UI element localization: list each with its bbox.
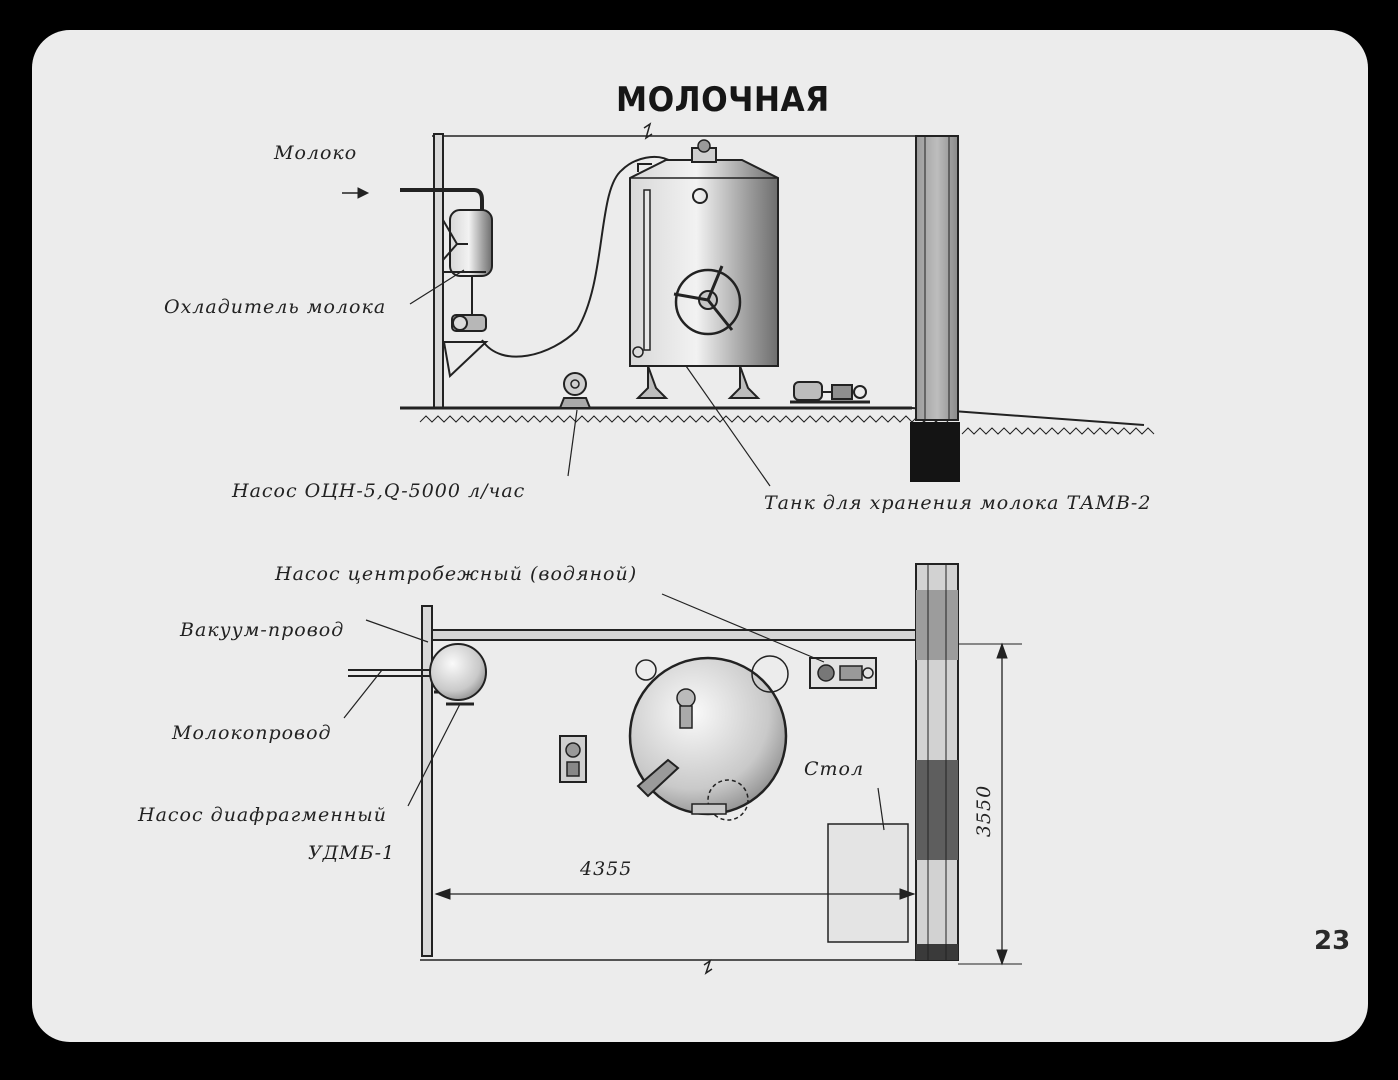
side-view (342, 122, 1155, 487)
tank-gauge (692, 188, 708, 204)
leader-centrifugal (661, 593, 825, 663)
break-mark (643, 122, 653, 140)
milk-arrow-head (357, 187, 370, 199)
diagram-drawing (342, 122, 1155, 975)
label-vacuum-line: Вакуум-провод (180, 619, 345, 641)
column-foundation (910, 422, 960, 482)
slide: МОЛОЧНАЯ Молоко Охладитель молока Насос … (32, 30, 1368, 1042)
milk-hose (481, 155, 673, 358)
pump-ocn-5 (563, 372, 587, 396)
cooler-bracket (442, 219, 468, 261)
ground-hatch (419, 415, 949, 423)
pump-bracket (442, 341, 489, 379)
plan-tank-outlet (636, 758, 680, 798)
label-centrifugal-pump: Насос центробежный (водяной) (275, 563, 638, 585)
dimension-width: 4355 (580, 858, 633, 880)
leader-diaphragm (407, 703, 461, 807)
label-pump-ocn: Насос ОЦН-5,Q-5000 л/час (232, 480, 526, 502)
plan-cooler-sphere (429, 643, 487, 701)
floor-motor (793, 381, 823, 401)
label-milk: Молоко (274, 142, 358, 164)
level-tube (643, 189, 651, 351)
ground-hatch-right (961, 427, 1155, 435)
label-diaphragm-pump: Насос диафрагменный (138, 804, 387, 826)
dimension-depth: 3550 (973, 784, 996, 838)
label-diaphragm-pump-model: УДМБ-1 (308, 842, 396, 864)
label-storage-tank: Танк для хранения молока ТАМВ-2 (764, 492, 1152, 514)
plan-top-pipe (431, 629, 921, 641)
leader-cooler (409, 269, 465, 305)
page-number: 23 (1314, 926, 1351, 956)
leader-vacuum (365, 619, 429, 643)
tank-agitator-wheel (674, 268, 742, 336)
tank-leg-right (727, 365, 761, 399)
leader-tank (685, 365, 771, 487)
plan-left-wall (421, 605, 433, 957)
plan-column-dark (916, 760, 958, 860)
plan-view (343, 563, 1022, 975)
label-milk-line: Молокопровод (172, 722, 332, 744)
page-title: МОЛОЧНАЯ (616, 80, 830, 120)
left-wall (433, 133, 444, 409)
label-cooler: Охладитель молока (164, 296, 387, 318)
leader-pump (567, 409, 578, 477)
tank-leg-left (635, 365, 669, 399)
leader-table (877, 787, 885, 831)
right-column (915, 135, 959, 421)
plan-table (827, 823, 909, 943)
label-table: Стол (804, 758, 865, 780)
leader-milkline (343, 669, 383, 719)
